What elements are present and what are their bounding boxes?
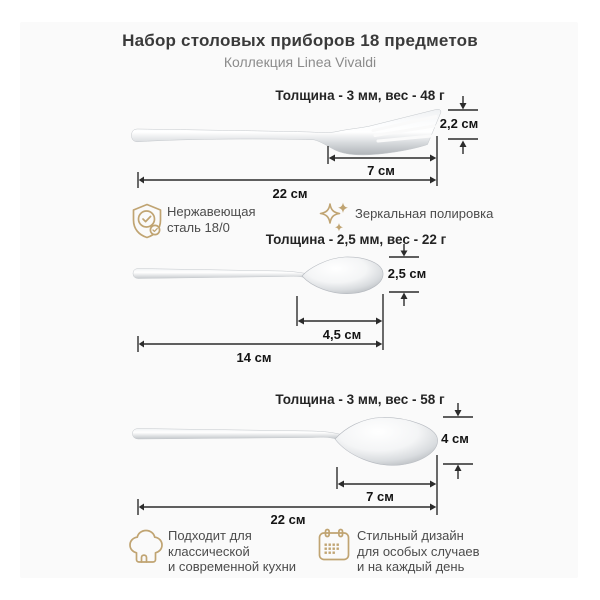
fork-image — [130, 104, 445, 162]
feature-text-line: сталь 18/0 — [167, 219, 230, 235]
feature-design: Стильный дизайн для особых случаев и на … — [357, 528, 480, 575]
feature-text-line: и на каждый день — [357, 559, 465, 574]
feature-text-line: для особых случаев — [357, 543, 480, 559]
feature-steel: Нержавеющая сталь 18/0 — [167, 204, 255, 235]
fork-dimension-lines — [130, 96, 485, 204]
page-title: Набор столовых приборов 18 предметов — [122, 31, 478, 50]
sparkles-icon — [319, 201, 349, 233]
fork-spec-label: Толщина - 3 мм, вес - 48 г — [275, 88, 445, 103]
fork-head-width-dimension-label: 7 см — [367, 163, 395, 178]
chef-hat-icon — [128, 528, 164, 566]
feature-text-line: Нержавеющая — [167, 204, 256, 219]
tablespoon-head-width-dimension-label: 7 см — [366, 489, 394, 504]
teaspoon-image — [130, 253, 390, 299]
feature-polish: Зеркальная полировка — [355, 206, 493, 222]
tablespoon-image — [130, 415, 450, 469]
tablespoon-height-dimension-label: 4 см — [441, 431, 469, 446]
teaspoon-spec-label: Толщина - 2,5 мм, вес - 22 г — [265, 232, 447, 247]
tablespoon-dimension-lines — [130, 403, 490, 535]
tablespoon-length-dimension-label: 22 см — [270, 512, 306, 527]
feature-text-line: Стильный дизайн — [357, 528, 464, 543]
page-subtitle: Коллекция Linea Vivaldi — [223, 54, 377, 70]
teaspoon-length-dimension-label: 14 см — [236, 350, 272, 365]
tablespoon-spec-label: Толщина - 3 мм, вес - 58 г — [275, 392, 445, 407]
feature-text-line: Подходит для — [168, 528, 252, 543]
feature-kitchen: Подходит для классической и современной … — [168, 528, 296, 575]
teaspoon-head-width-dimension-label: 4,5 см — [322, 327, 362, 342]
feature-text-line: и современной кухни — [168, 559, 297, 574]
fork-length-dimension-label: 22 см — [272, 186, 308, 201]
shield-check-icon — [131, 203, 163, 239]
feature-text-line: Зеркальная полировка — [355, 206, 494, 221]
feature-text-line: классической — [168, 543, 250, 559]
calendar-icon — [317, 528, 351, 562]
infographic-card — [20, 22, 578, 578]
teaspoon-dimension-lines — [130, 244, 480, 370]
fork-height-dimension-label: 2,2 см — [439, 116, 479, 131]
teaspoon-height-dimension-label: 2,5 см — [387, 266, 427, 281]
